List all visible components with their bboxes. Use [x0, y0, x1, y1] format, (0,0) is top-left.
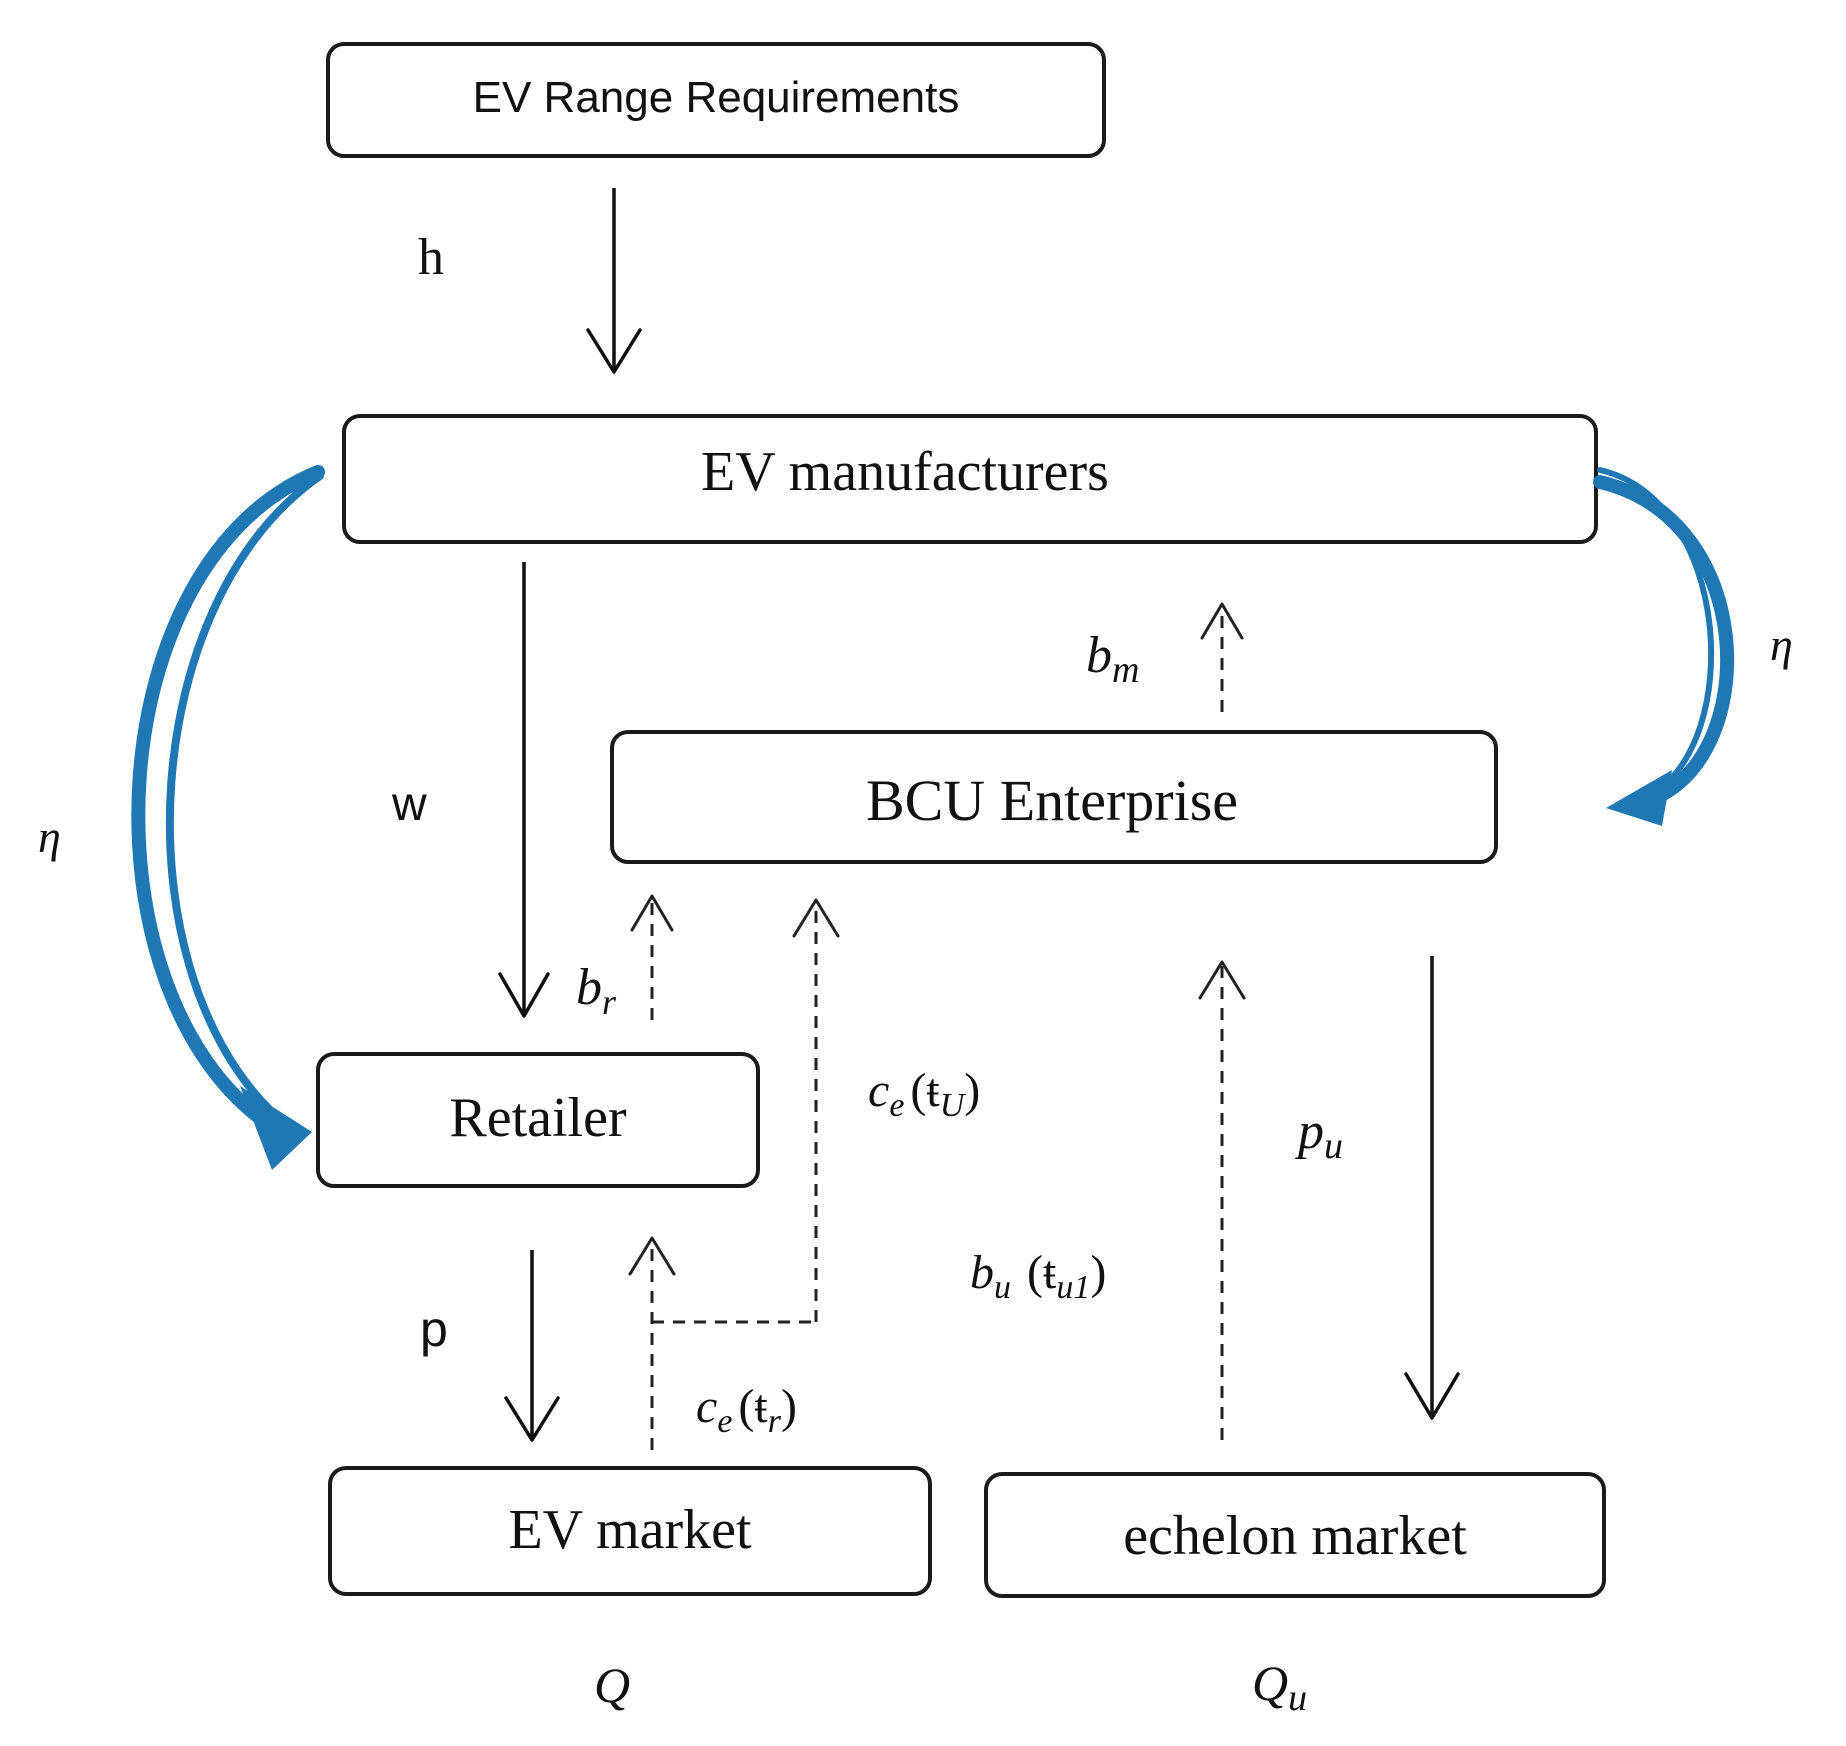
label-h: h [418, 229, 444, 286]
node-label: EV Range Requirements [473, 73, 960, 122]
arrow-h [586, 188, 642, 374]
label-pu: pu [1294, 1103, 1343, 1167]
arrow-p [504, 1250, 560, 1442]
label-br: br [576, 959, 617, 1022]
label-Qu: Qu [1252, 1655, 1307, 1719]
arrow-bm [1200, 602, 1244, 712]
label-bu-tu1: bu(ŧu1) [970, 1246, 1106, 1306]
node-ev-range-requirements: EV Range Requirements [326, 42, 1106, 158]
node-label: EV manufacturers [701, 441, 1109, 503]
node-label: BCU Enterprise [866, 768, 1238, 833]
node-label: EV market [508, 1499, 752, 1561]
blue-arrow-right [1593, 467, 1734, 826]
blue-arrow-left [131, 465, 325, 1170]
arrow-pu [1404, 956, 1460, 1420]
label-ce-tr: ce(ŧr) [696, 1380, 797, 1440]
label-eta-left: η [38, 811, 61, 862]
arrow-ce-tU [652, 898, 840, 1324]
arrow-w [498, 562, 550, 1018]
label-bm: bm [1086, 627, 1139, 691]
arrow-br [630, 894, 674, 1020]
label-p: p [420, 1301, 448, 1357]
label-ce-tU: ce(ŧU) [868, 1064, 980, 1124]
arrow-bu [1198, 960, 1246, 1440]
label-w: w [391, 778, 427, 831]
node-label: echelon market [1123, 1505, 1467, 1567]
node-ev-market: EV market [328, 1466, 932, 1596]
label-Q: Q [594, 1657, 630, 1713]
node-ev-manufacturers: EV manufacturers [342, 414, 1598, 544]
arrow-ce-tr [628, 1236, 676, 1450]
node-label: Retailer [449, 1087, 627, 1149]
node-echelon-market: echelon market [984, 1472, 1606, 1598]
node-bcu-enterprise: BCU Enterprise [610, 730, 1498, 864]
label-eta-right: η [1770, 619, 1793, 670]
node-retailer: Retailer [316, 1052, 760, 1188]
